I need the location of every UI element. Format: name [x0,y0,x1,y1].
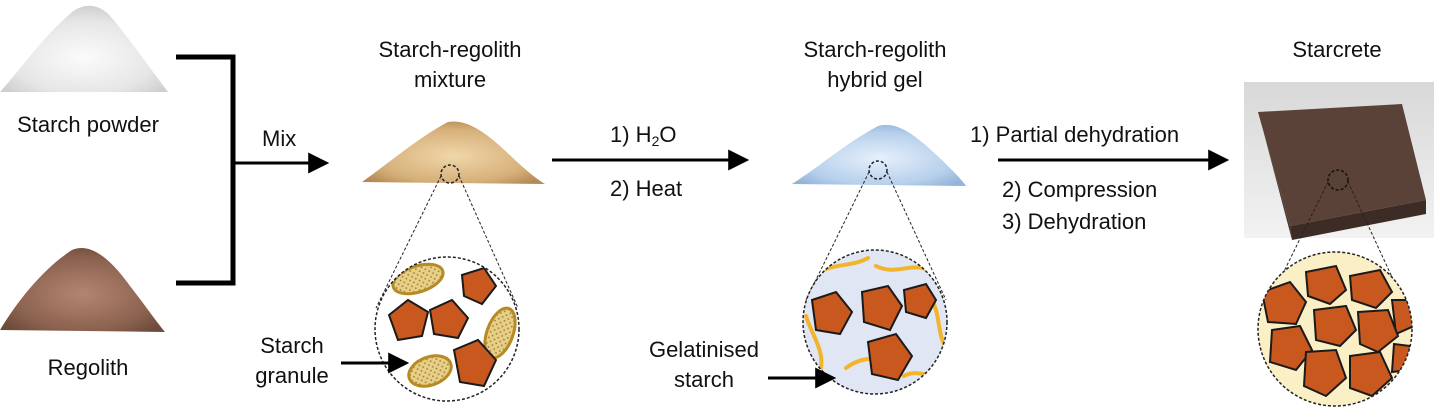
gel-title-line1: Starch-regolith [803,37,947,62]
mixture-zoom-lines [375,175,519,309]
starch-granule-label-line2: granule [255,363,329,388]
regolith-pile [0,247,165,332]
starch-powder-label: Starch powder [17,112,159,137]
gel-zoom-marker [868,160,888,180]
starcrete-zoom-marker [1327,169,1349,191]
regolith-particle [810,282,938,382]
regolith-particle [1260,264,1412,398]
starcrete-photo [1244,82,1434,240]
starch-granule [391,262,517,388]
mixture-zoom-marker [440,164,460,184]
regolith-label: Regolith [47,355,129,380]
gel-zoom-circle [802,249,948,395]
starch-powder-pile [0,5,168,92]
mix-bracket [176,54,236,286]
hybrid-gel-pile [792,124,966,186]
starcrete-zoom-circle [1257,251,1413,407]
starcrete-title: Starcrete [1292,37,1382,62]
step-compression-label: 2) Compression [1002,177,1158,202]
step-dehydration-label: 3) Dehydration [1002,209,1147,234]
mix-label: Mix [262,126,297,151]
gel-zoom-lines [805,171,947,301]
gel-title-line2: hybrid gel [827,67,923,92]
step-partial-dehydration-label: 1) Partial dehydration [970,122,1180,147]
mixture-title-line1: Starch-regolith [378,37,522,62]
step-heat-label: 2) Heat [610,176,683,201]
mixture-title-line2: mixture [413,67,487,92]
starch-granule-label-line1: Starch [260,333,324,358]
step-h2o-label: 1) H2O [610,122,677,149]
regolith-particle [387,266,498,388]
gelatinised-starch-label-line2: starch [674,367,734,392]
mixture-pile [362,121,545,184]
gelatinised-starch-label-line1: Gelatinised [648,337,760,362]
mixture-zoom-circle [374,256,520,402]
